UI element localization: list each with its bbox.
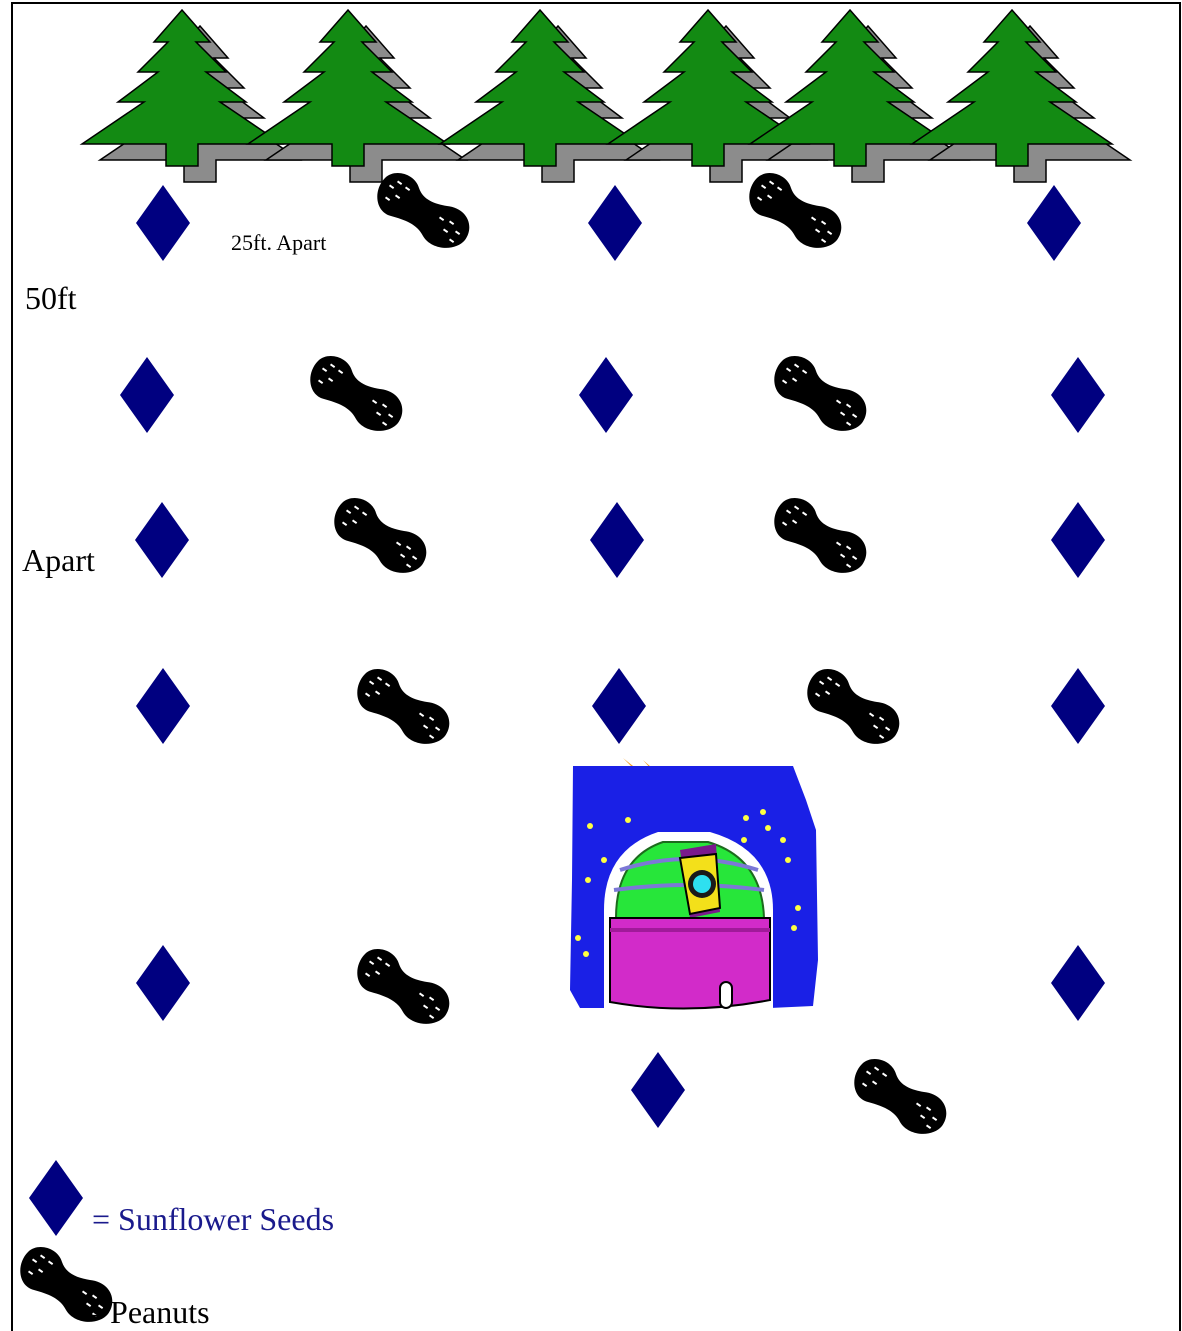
diamond-icon [579, 357, 633, 433]
legend-peanut-label: = Peanuts [84, 1294, 210, 1331]
pine-tree-icon [248, 10, 448, 166]
diamond-icon [136, 945, 190, 1021]
diamond-icon [1051, 502, 1105, 578]
peanut-markers [20, 173, 946, 1322]
peanut-icon [774, 498, 866, 573]
diamond-icon [1051, 945, 1105, 1021]
sunflower-markers [29, 185, 1105, 1236]
legend-sunflower-label: = Sunflower Seeds [92, 1201, 334, 1238]
peanut-icon [334, 498, 426, 573]
diamond-icon [588, 185, 642, 261]
observatory-icon [570, 758, 818, 1010]
legend-diamond-icon [29, 1160, 83, 1236]
vertical-spacing-apart-label: Apart [22, 542, 95, 579]
diamond-icon [590, 502, 644, 578]
tree-line [82, 10, 1130, 182]
peanut-icon [807, 669, 899, 744]
pine-tree-icon [912, 10, 1112, 166]
diamond-icon [136, 185, 190, 261]
peanut-icon [357, 949, 449, 1024]
diamond-icon [1051, 357, 1105, 433]
diamond-icon [631, 1052, 685, 1128]
diamond-icon [120, 357, 174, 433]
peanut-icon [357, 669, 449, 744]
peanut-icon [377, 173, 469, 248]
peanut-icon [774, 356, 866, 431]
vertical-spacing-label: 50ft [25, 280, 77, 317]
diamond-icon [136, 668, 190, 744]
diamond-icon [1027, 185, 1081, 261]
diamond-icon [592, 668, 646, 744]
diamond-icon [1051, 668, 1105, 744]
diamond-icon [135, 502, 189, 578]
horizontal-spacing-label: 25ft. Apart [231, 230, 326, 256]
peanut-icon [310, 356, 402, 431]
peanut-icon [749, 173, 841, 248]
peanut-icon [854, 1059, 946, 1134]
